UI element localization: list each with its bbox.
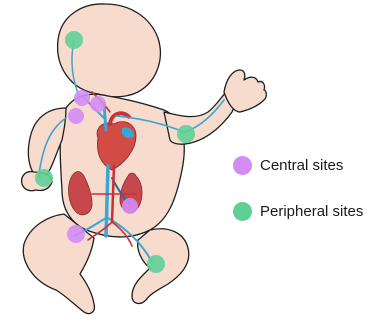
central-site-neck-right xyxy=(74,90,90,106)
legend-label-peripheral: Peripheral sites xyxy=(260,203,363,220)
legend-label-central: Central sites xyxy=(260,157,343,174)
central-site-upper-chest xyxy=(68,108,84,124)
central-site-neck-left xyxy=(90,96,106,112)
peripheral-site-right-foot xyxy=(147,255,165,273)
legend-item-central: Central sites xyxy=(233,153,363,177)
infant-left-hand xyxy=(224,70,266,112)
legend-item-peripheral: Peripheral sites xyxy=(233,199,363,223)
peripheral-site-right-hand xyxy=(35,169,53,187)
peripheral-site-scalp xyxy=(65,31,83,49)
central-site-swatch xyxy=(233,156,252,175)
infant-left-arm xyxy=(164,90,234,144)
central-site-umbilical xyxy=(122,198,138,214)
central-site-femoral xyxy=(67,225,85,243)
peripheral-site-left-arm xyxy=(177,125,195,143)
infant-body xyxy=(22,4,267,314)
legend: Central sites Peripheral sites xyxy=(233,153,363,245)
peripheral-site-swatch xyxy=(233,202,252,221)
